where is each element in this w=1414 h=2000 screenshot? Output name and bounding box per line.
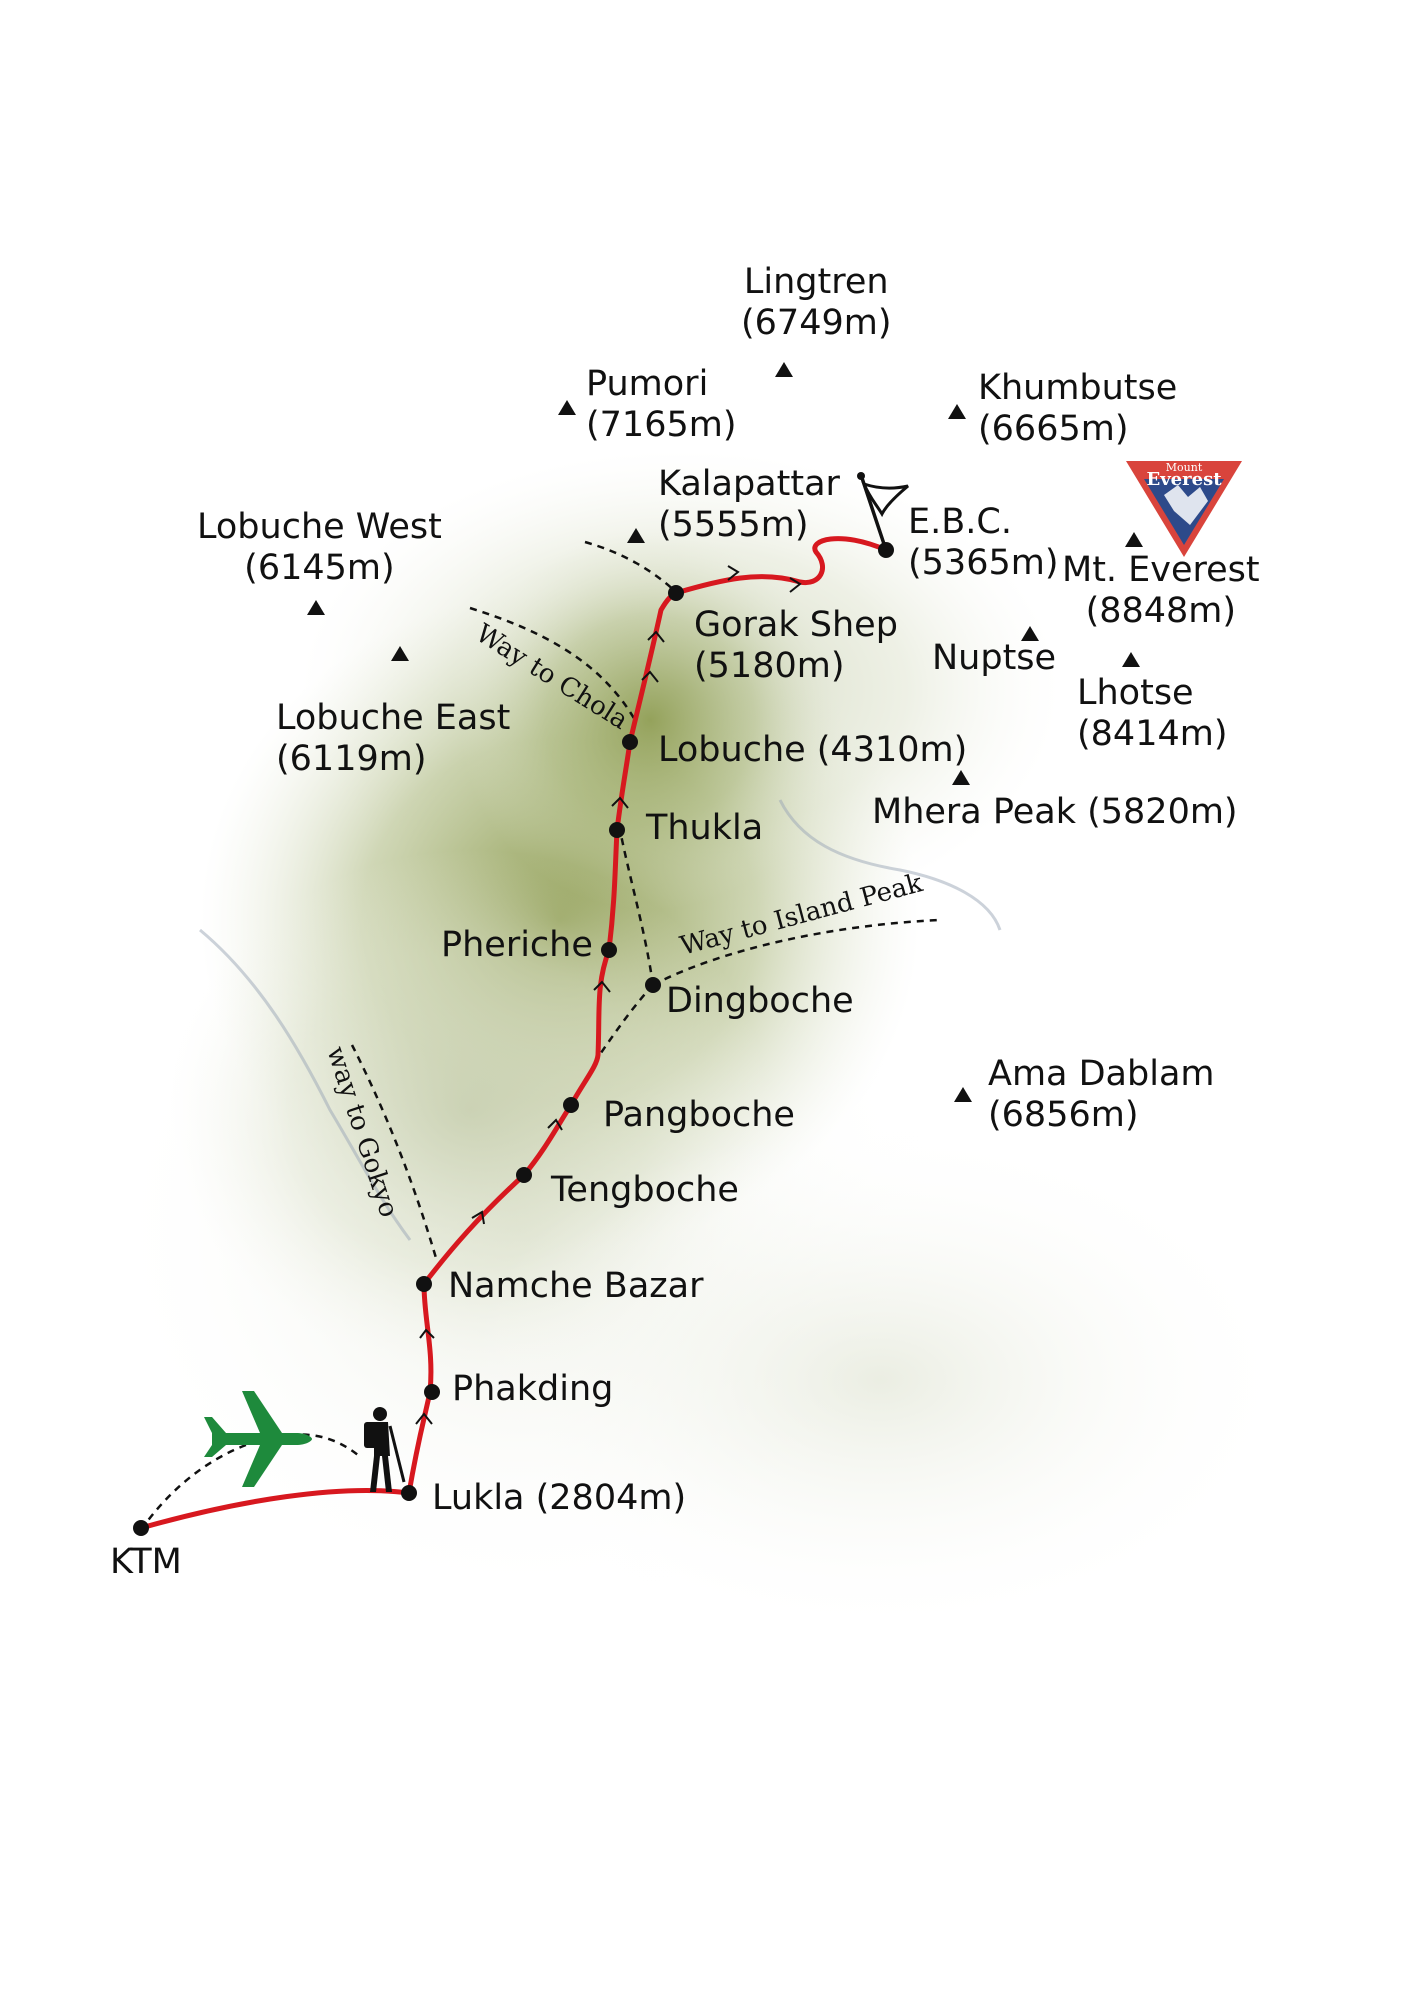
svg-text:Mount: Mount — [1166, 461, 1203, 474]
peak-label-lhotse: Lhotse(8414m) — [1077, 673, 1228, 754]
dashed-route-island-peak — [652, 918, 941, 987]
dashed-route-kalapattar — [584, 540, 677, 593]
dashed-route-dingboche-pheriche — [618, 829, 655, 986]
peak-label-mhera: Mhera Peak (5820m) — [872, 792, 1238, 832]
side-routes — [139, 540, 941, 1531]
stop-marker-tengboche — [516, 1167, 532, 1183]
arrow-icon — [419, 1328, 435, 1339]
stop-marker-gorak-shep — [668, 585, 684, 601]
stop-marker-dingboche — [645, 977, 661, 993]
arrow-icon — [641, 670, 659, 683]
peak-label-ama-dablam: Ama Dablam(6856m) — [988, 1054, 1215, 1135]
arrow-icon — [471, 1210, 485, 1225]
arrow-icon — [593, 980, 611, 993]
stop-marker-lukla — [401, 1485, 417, 1501]
stop-label-lobuche: Lobuche (4310m) — [658, 730, 968, 770]
peak-label-kalapattar: Kalapattar(5555m) — [658, 464, 840, 545]
stop-marker-pangboche — [563, 1097, 579, 1113]
arrow-icon — [727, 565, 740, 581]
stop-marker-lobuche — [622, 734, 638, 750]
peak-label-nuptse: Nuptse — [932, 638, 1057, 678]
arrow-icon — [647, 630, 665, 643]
peak-label-lobuche-west: Lobuche West(6145m) — [197, 507, 442, 588]
stop-marker-thukla — [609, 822, 625, 838]
stop-marker-phakding — [424, 1384, 440, 1400]
stop-label-phakding: Phakding — [452, 1369, 614, 1409]
peak-triangle-icon — [391, 646, 409, 661]
peak-triangle-icon — [954, 1087, 972, 1102]
peak-triangle-icon — [1125, 532, 1143, 547]
arrow-icon — [415, 1412, 433, 1425]
dashed-route-gokyo — [350, 1044, 438, 1259]
airplane-icon — [204, 1391, 312, 1487]
stop-label-pheriche: Pheriche — [441, 925, 593, 965]
stop-marker-pheriche — [601, 942, 617, 958]
stop-label-tengboche: Tengboche — [551, 1170, 739, 1210]
peak-triangle-icon — [307, 600, 325, 615]
stop-label-dingboche: Dingboche — [666, 981, 854, 1021]
hiker-icon — [364, 1407, 406, 1492]
stop-label-namche: Namche Bazar — [448, 1266, 704, 1306]
terrain-background — [100, 450, 1300, 1640]
peak-triangle-icon — [952, 770, 970, 785]
arrow-icon — [789, 577, 802, 593]
peak-triangle-icon — [558, 400, 576, 415]
stop-label-ebc: E.B.C.(5365m) — [908, 502, 1059, 583]
peak-triangle-icon — [1021, 626, 1039, 641]
stop-label-gorak-shep: Gorak Shep(5180m) — [694, 605, 898, 686]
dashed-route-chola — [469, 606, 637, 721]
stop-label-pangboche: Pangboche — [603, 1095, 795, 1135]
peak-triangle-icon — [1122, 652, 1140, 667]
peak-triangle-icon — [775, 362, 793, 377]
route-direction-arrows — [415, 565, 802, 1425]
stop-label-thukla: Thukla — [646, 808, 764, 848]
peak-triangle-icon — [627, 528, 645, 543]
svg-text:Everest: Everest — [1146, 469, 1222, 490]
peak-label-khumbutse: Khumbutse(6665m) — [978, 368, 1178, 449]
flag-icon — [857, 472, 909, 551]
arrow-icon — [611, 796, 629, 809]
stop-marker-namche — [416, 1276, 432, 1292]
stop-markers — [133, 542, 894, 1536]
peak-label-lobuche-east: Lobuche East(6119m) — [276, 698, 511, 779]
stop-label-ktm: KTM — [110, 1542, 182, 1582]
mount-everest-logo: Mount Everest — [1126, 461, 1242, 557]
peak-label-lingtren: Lingtren(6749m) — [741, 262, 892, 343]
arrow-icon — [547, 1118, 563, 1131]
stop-marker-ktm — [133, 1520, 149, 1536]
peak-label-mt-everest: Mt. Everest(8848m) — [1062, 550, 1260, 631]
peak-triangle-icon — [948, 404, 966, 419]
peak-label-pumori: Pumori(7165m) — [586, 364, 737, 445]
peak-markers — [307, 362, 1143, 1102]
stop-label-lukla: Lukla (2804m) — [432, 1478, 687, 1518]
